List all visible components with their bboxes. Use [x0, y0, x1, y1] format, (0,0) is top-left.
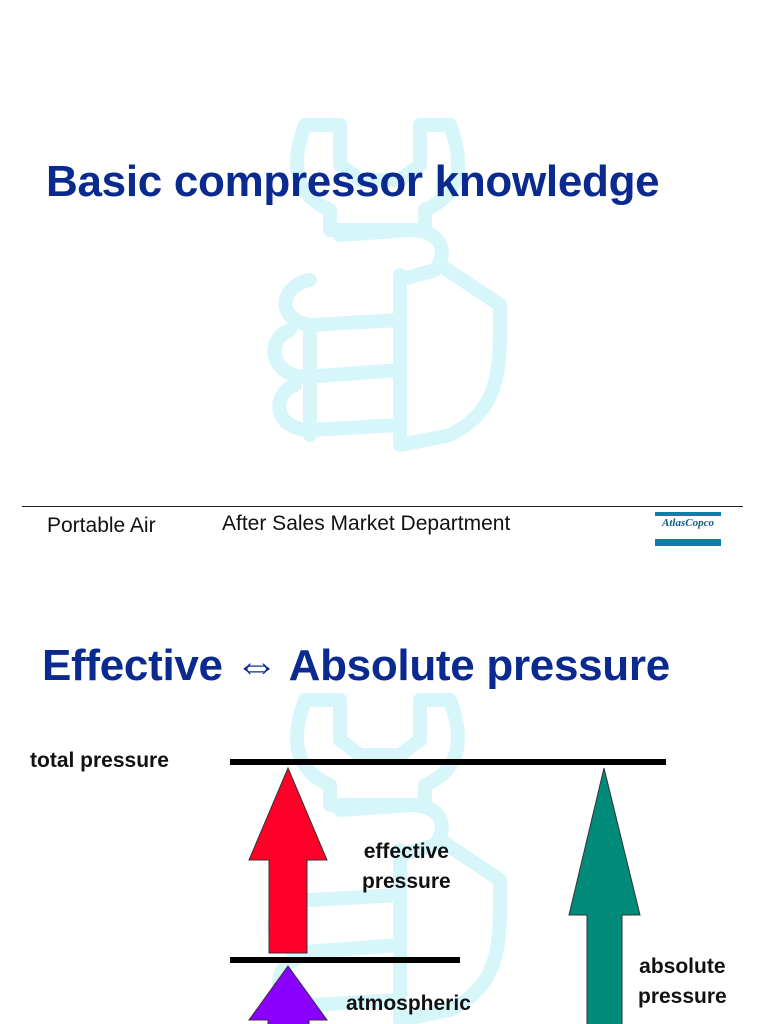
footer-center-text: After Sales Market Department — [222, 512, 511, 535]
footer-divider — [22, 506, 743, 507]
logo-bottom-bar — [655, 539, 721, 546]
logo-text: AtlasCopco — [662, 517, 714, 529]
absolute-label-line1: absolute — [639, 955, 726, 978]
effective-label-line2: pressure — [362, 870, 451, 893]
slide-title: Effective ⇔ Absolute pressure — [42, 641, 670, 691]
atmospheric-pressure-label: atmospheric — [346, 992, 471, 1015]
atlas-copco-logo: AtlasCopco — [655, 512, 721, 546]
effective-pressure-arrow — [248, 766, 328, 954]
absolute-pressure-arrow — [568, 767, 641, 1024]
footer-left-text: Portable Air — [47, 514, 156, 537]
logo-top-bar — [655, 512, 721, 516]
total-pressure-label: total pressure — [30, 749, 169, 772]
absolute-pressure-label: absolute pressure — [638, 952, 727, 1012]
absolute-label-line2: pressure — [638, 985, 727, 1008]
wrench-fist-watermark-icon — [267, 118, 507, 452]
effective-label-line1: effective — [363, 840, 449, 863]
pressure-diagram — [230, 759, 666, 1024]
atmospheric-pressure-arrow — [248, 965, 328, 1024]
slide-title: Basic compressor knowledge — [46, 157, 660, 207]
effective-pressure-label: effective pressure — [362, 837, 451, 897]
